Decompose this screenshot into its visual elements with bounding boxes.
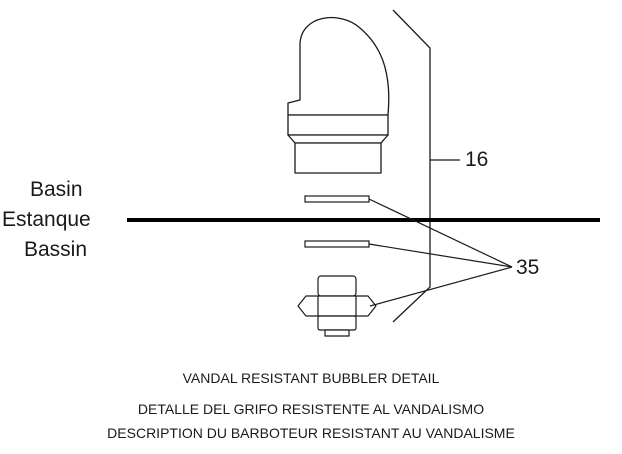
upper-gasket	[304, 195, 370, 203]
shank-bottom	[317, 315, 357, 331]
hex-nut	[297, 295, 377, 317]
shank-top	[317, 275, 357, 297]
basin-label-spanish: Estanque	[2, 208, 91, 231]
caption-english: VANDAL RESISTANT BUBBLER DETAIL	[182, 370, 440, 386]
bubbler-body	[294, 142, 382, 174]
leader-lower-gasket	[368, 243, 513, 268]
leader-nut	[369, 266, 513, 307]
bubbler-head	[287, 16, 390, 174]
caption-french: DESCRIPTION DU BARBOTEUR RESISTANT AU VA…	[107, 425, 515, 441]
bubbler-collar	[287, 114, 389, 136]
leader-upper-gasket	[368, 198, 513, 268]
basin-label-french: Bassin	[24, 238, 88, 261]
lower-gasket	[304, 240, 370, 248]
shank-tip	[324, 329, 350, 337]
caption-spanish: DETALLE DEL GRIFO RESISTENTE AL VANDALIS…	[137, 401, 485, 417]
basin-label-english: Basin	[30, 178, 83, 201]
callout-16-label: 16	[465, 148, 489, 171]
callout-35-leaders	[368, 198, 513, 307]
bubbler-taper	[287, 134, 389, 144]
callout-35-label: 35	[516, 256, 540, 279]
mounting-nut	[297, 275, 377, 337]
supply-tube-outline	[392, 9, 431, 323]
bubbler-dome	[287, 16, 390, 116]
